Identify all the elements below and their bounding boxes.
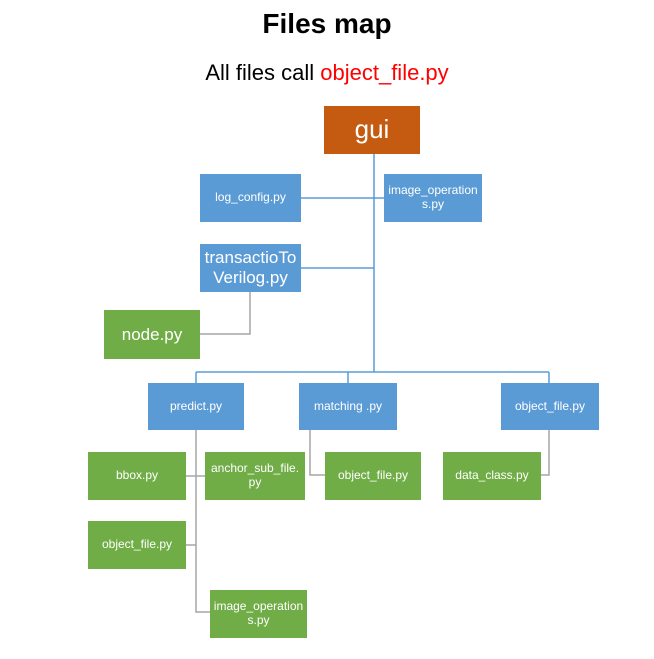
- diagram-subtitle: All files call object_file.py: [0, 60, 654, 86]
- node-connector: [200, 290, 251, 335]
- node-image-operations-predict: image_operations.py: [210, 590, 307, 638]
- node-object-file-matching: object_file.py: [325, 452, 421, 500]
- predict-trunk: [195, 430, 210, 613]
- subtitle-prefix: All files call: [205, 60, 321, 85]
- label-image-operations-predict: image_operations.py: [213, 599, 304, 627]
- node-bbox: bbox.py: [88, 452, 186, 500]
- diagram-title: Files map: [262, 8, 392, 39]
- data-class-connector: [541, 430, 550, 476]
- label-transaction-to-verilog: transactioToVerilog.py: [204, 248, 297, 287]
- node-log-config: log_config.py: [200, 174, 301, 222]
- node-image-operations-top: image_operations.py: [384, 174, 482, 222]
- node-object-file: object_file.py: [501, 383, 599, 430]
- node-anchor-sub-file: anchor_sub_file.py: [205, 452, 305, 500]
- node-object-file-predict: object_file.py: [88, 521, 186, 569]
- node-node: node.py: [104, 310, 200, 359]
- node-matching: matching .py: [299, 383, 397, 430]
- node-gui: gui: [324, 106, 420, 154]
- label-anchor-sub-file: anchor_sub_file.py: [210, 461, 300, 489]
- node-data-class: data_class.py: [443, 452, 541, 500]
- matching-connector: [309, 430, 325, 476]
- subtitle-highlight: object_file.py: [320, 60, 449, 85]
- label-image-operations-top: image_operations.py: [388, 183, 478, 211]
- node-transaction-to-verilog: transactioToVerilog.py: [200, 244, 301, 292]
- node-predict: predict.py: [148, 383, 244, 430]
